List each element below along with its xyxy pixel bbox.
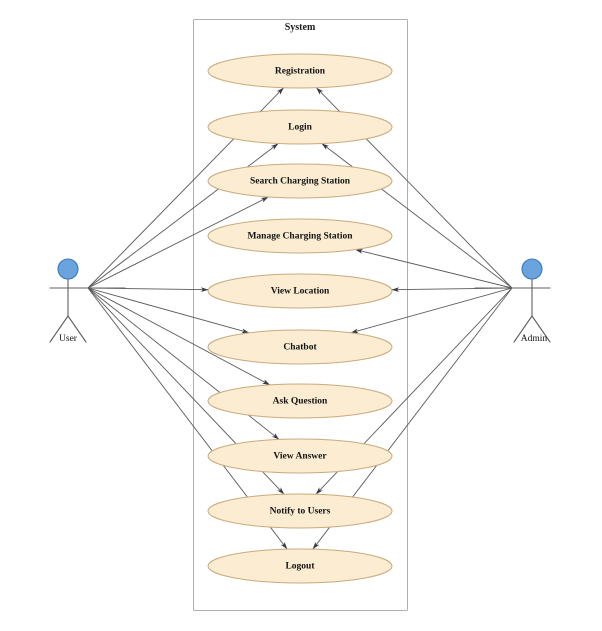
use-case-ellipse[interactable] (207, 163, 393, 199)
use-case-view-location[interactable]: View Location (207, 273, 393, 309)
association-user-to-chatbot (87, 287, 250, 334)
use-case-label: View Location (271, 287, 330, 297)
actor-leg-right (531, 315, 551, 343)
actor-head-icon (57, 258, 79, 280)
association-user-to-ask-question (87, 287, 271, 386)
use-case-ellipse[interactable] (207, 218, 393, 254)
use-case-label: Login (288, 123, 312, 133)
use-case-search-charging-station[interactable]: Search Charging Station (207, 163, 393, 199)
use-case-label: Logout (285, 562, 315, 572)
use-case-label: Notify to Users (270, 507, 331, 517)
use-case-label: Registration (275, 67, 326, 77)
actor-leg-left (513, 315, 533, 343)
association-admin-to-manage-charging-station (355, 248, 513, 289)
association-user-to-search-charging-station (87, 196, 269, 289)
use-case-ellipse[interactable] (207, 438, 393, 474)
actor-group: User Admin (49, 258, 551, 344)
use-case-label: Ask Question (273, 397, 328, 407)
use-case-ellipse[interactable] (207, 53, 393, 89)
use-case-chatbot[interactable]: Chatbot (207, 329, 393, 365)
use-case-ask-question[interactable]: Ask Question (207, 383, 393, 419)
use-case-ellipse[interactable] (207, 493, 393, 529)
use-case-label: Search Charging Station (250, 177, 351, 187)
use-case-ellipse[interactable] (207, 383, 393, 419)
actor-label: User (59, 334, 78, 344)
actor-leg-right (67, 315, 87, 343)
use-case-login[interactable]: Login (207, 109, 393, 145)
use-case-ellipse[interactable] (207, 109, 393, 145)
actor-admin[interactable]: Admin (474, 258, 551, 344)
use-case-ellipse[interactable] (207, 273, 393, 309)
system-boundary-title: System (285, 22, 316, 33)
use-case-view-answer[interactable]: View Answer (207, 438, 393, 474)
actor-label: Admin (521, 334, 548, 344)
use-case-logout[interactable]: Logout (207, 548, 393, 584)
use-case-label: Chatbot (283, 343, 317, 353)
actor-user[interactable]: User (49, 258, 126, 344)
use-case-ellipse[interactable] (207, 329, 393, 365)
use-case-manage-charging-station[interactable]: Manage Charging Station (207, 218, 393, 254)
use-case-ellipse[interactable] (207, 548, 393, 584)
use-case-label: View Answer (273, 452, 327, 462)
actor-head-icon (521, 258, 543, 280)
use-case-registration[interactable]: Registration (207, 53, 393, 89)
association-admin-to-chatbot (350, 287, 513, 334)
use-case-notify-to-users[interactable]: Notify to Users (207, 493, 393, 529)
actor-leg-left (49, 315, 69, 343)
use-case-label: Manage Charging Station (247, 232, 353, 242)
